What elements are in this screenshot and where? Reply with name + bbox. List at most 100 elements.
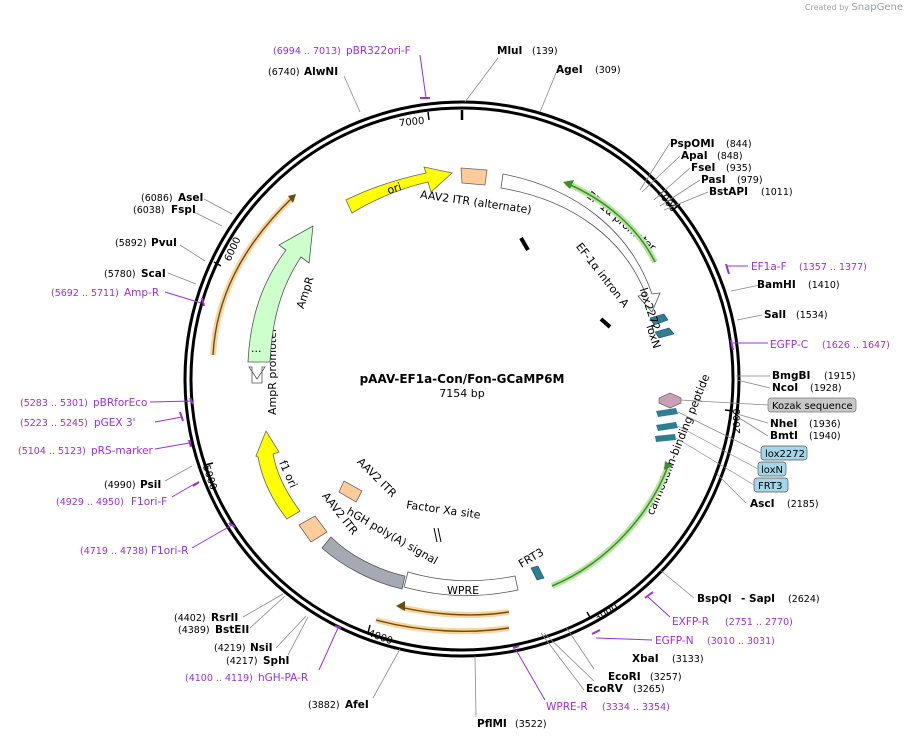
enzyme-ecorv[interactable]: EcoRV (586, 683, 624, 695)
enzyme-ncoi[interactable]: NcoI (772, 382, 798, 394)
primer-exfp-r[interactable]: EXFP-R (672, 616, 709, 628)
feature-f1ori-arrow[interactable] (255, 430, 301, 520)
feature-wpre-box[interactable] (403, 571, 519, 597)
feature-kozak-arrow[interactable] (658, 392, 682, 409)
tick-6000-mark (213, 261, 222, 267)
enzyme-mlui-pos: (139) (532, 46, 558, 57)
enzyme-ecorv-pos: (3265) (633, 684, 665, 695)
enzyme-bspqi[interactable]: BspQI (697, 593, 732, 605)
feature-ampr-arrow[interactable] (247, 225, 314, 363)
feature-factor-xa-label: Factor Xa site (405, 498, 481, 521)
primer-amp-r-range: (5692 .. 5711) (51, 288, 119, 299)
enzyme-xbai[interactable]: XbaI (632, 653, 659, 665)
enzyme-pvui-pos: (5892) (115, 238, 147, 249)
feature-lox2272-site-2[interactable] (656, 408, 678, 417)
enzyme-apai-pos: (848) (717, 151, 743, 162)
enzyme-agei[interactable]: AgeI (556, 64, 583, 76)
primer-pgex3[interactable]: pGEX 3' (94, 417, 136, 429)
enzyme-alwni[interactable]: AlwNI (304, 66, 338, 78)
enzyme-nhei[interactable]: NheI (770, 418, 797, 430)
primer-ef1a-f[interactable]: EF1a-F (751, 261, 787, 273)
primer-f1ori-f[interactable]: F1ori-F (131, 496, 167, 508)
enzyme-bsteii[interactable]: BstEII (215, 624, 249, 636)
enzyme-afei[interactable]: AfeI (345, 699, 369, 711)
enzyme-sapi[interactable]: - SapI (741, 593, 775, 605)
enzyme-fspi[interactable]: FspI (171, 204, 196, 216)
primer-exfp-r-range: (2751 .. 2770) (725, 617, 793, 628)
primer-prs-marker[interactable]: pRS-marker (91, 445, 154, 457)
primer-egfp-n[interactable]: EGFP-N (655, 635, 694, 647)
primer-hgh-pa-r[interactable]: hGH-PA-R (258, 672, 308, 684)
enzyme-sali[interactable]: SalI (764, 309, 786, 321)
enzyme-fsei-pos: (935) (726, 163, 752, 174)
wpre-highlight-2-line (375, 619, 510, 632)
enzyme-leaders (164, 57, 771, 718)
primer-pbr322ori-f[interactable]: pBR322ori-F (346, 45, 411, 57)
enzyme-fspi-pos: (6038) (133, 205, 165, 216)
enzyme-nsii[interactable]: NsiI (250, 642, 273, 654)
snapgene-logo-text: SnapGene (851, 2, 903, 13)
enzyme-mlui[interactable]: MluI (497, 45, 522, 57)
primer-amp-r[interactable]: Amp-R (124, 287, 159, 299)
feature-ef1a-promoter-arrow[interactable] (500, 173, 661, 313)
enzyme-asci[interactable]: AscI (750, 498, 775, 510)
enzyme-sapi-pos: (2624) (788, 594, 820, 605)
primer-pgex3-range: (5223 .. 5245) (20, 418, 88, 429)
feature-ori-arrow[interactable] (345, 166, 453, 214)
enzyme-sphi-pos: (4217) (226, 656, 258, 667)
enzyme-bstapi[interactable]: BstAPI (709, 186, 748, 198)
enzyme-pvui[interactable]: PvuI (151, 237, 177, 249)
plasmid-size: 7154 bp (439, 387, 484, 400)
primer-f1ori-r-range: (4719 .. 4738) (80, 546, 148, 557)
feature-itr-alt-label: AAV2 ITR (alternate) (419, 188, 532, 217)
feature-itr2-box[interactable] (298, 515, 328, 543)
feature-loxN-site[interactable] (654, 327, 675, 339)
primer-f1ori-r[interactable]: F1ori-R (151, 545, 188, 557)
enzyme-apai[interactable]: ApaI (681, 150, 708, 162)
primer-leaders (149, 54, 768, 701)
tick-7000-mark (427, 111, 430, 121)
enzyme-ecori-pos: (3257) (650, 672, 682, 683)
primer-pbr322ori-f-range: (6994 .. 7013) (273, 46, 341, 57)
wpre-highlight-1-line (399, 606, 510, 616)
feature-itr1-box[interactable] (338, 480, 363, 503)
feature-frt3-site-2[interactable] (655, 434, 676, 442)
enzyme-bamhi[interactable]: BamHI (757, 279, 796, 291)
feature-amp-promoter-arrow[interactable] (248, 366, 266, 384)
frt3-box-label: FRT3 (758, 481, 782, 492)
enzyme-ecori[interactable]: EcoRI (608, 671, 641, 683)
enzyme-pasi-pos: (979) (737, 175, 763, 186)
enzyme-rsrii[interactable]: RsrII (211, 612, 238, 624)
enzyme-pasi[interactable]: PasI (701, 174, 726, 186)
primer-ef1a-f-range: (1357 .. 1377) (799, 262, 867, 273)
enzyme-bmgbi[interactable]: BmgBI (772, 370, 810, 382)
enzyme-pspomi[interactable]: PspOMI (670, 138, 715, 150)
primer-wpre-r[interactable]: WPRE-R (546, 701, 588, 713)
enzyme-sphi[interactable]: SphI (263, 655, 289, 667)
primer-egfp-c[interactable]: EGFP-C (770, 339, 808, 351)
wpre-highlight-2 (375, 617, 510, 635)
primer-prs-marker-range: (5104 .. 5123) (18, 446, 86, 457)
factor-xa-mark-2 (437, 527, 442, 543)
primer-pbrforeco[interactable]: pBRforEco (93, 397, 147, 409)
feature-loxN-site-2[interactable] (656, 422, 678, 431)
feature-ampr-label: AmpR (294, 275, 317, 311)
enzyme-scai[interactable]: ScaI (141, 268, 166, 280)
enzyme-psii[interactable]: PsiI (140, 479, 161, 491)
feature-lox2272-site[interactable] (649, 313, 669, 326)
primer-pbrforeco-range: (5283 .. 5301) (20, 398, 88, 409)
enzyme-asei[interactable]: AseI (178, 192, 203, 204)
feature-itr-alt-box[interactable] (460, 167, 488, 186)
enzyme-bsteii-pos: (4389) (178, 625, 210, 636)
ef1a-highlight-arrowhead (563, 180, 574, 189)
ampr-highlight-arrowhead (288, 194, 296, 203)
enzyme-pflmi[interactable]: PflMI (477, 718, 507, 730)
feature-hgh-polya-box[interactable] (321, 536, 406, 590)
tick-7000: 7000 (399, 116, 425, 130)
enzyme-alwni-pos: (6740) (268, 67, 300, 78)
enzyme-bmti[interactable]: BmtI (770, 430, 798, 442)
backbone-inner (189, 106, 735, 652)
enzyme-fsei[interactable]: FseI (691, 162, 715, 174)
feature-frt3-site[interactable] (530, 565, 545, 581)
